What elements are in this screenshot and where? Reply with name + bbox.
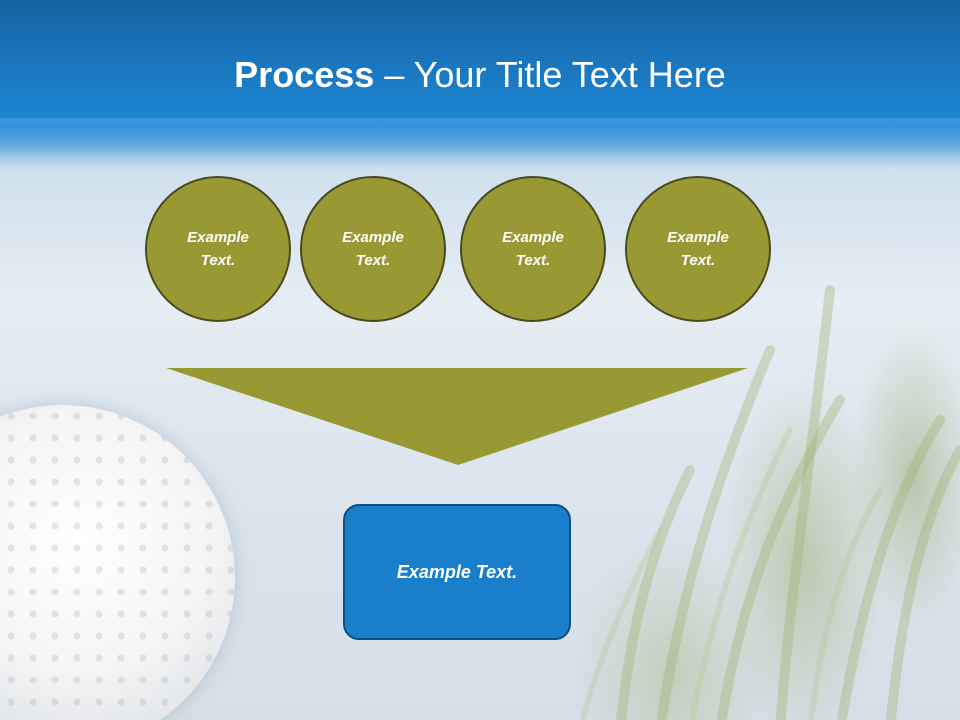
title-rest: – Your Title Text Here	[374, 54, 726, 95]
process-circle-4[interactable]: Example Text.	[625, 176, 771, 322]
process-circle-label: Example Text.	[342, 229, 404, 269]
process-circle-2[interactable]: Example Text.	[300, 176, 446, 322]
header-glow	[0, 118, 960, 158]
header-band	[0, 0, 960, 128]
slide-title: Process – Your Title Text Here	[0, 52, 960, 98]
result-box[interactable]: Example Text.	[343, 504, 571, 640]
process-circle-label: Example Text.	[187, 229, 249, 269]
process-circle-3[interactable]: Example Text.	[460, 176, 606, 322]
result-label: Example Text.	[396, 561, 518, 582]
funnel-arrow	[166, 368, 748, 465]
process-circle-1[interactable]: Example Text.	[145, 176, 291, 322]
process-circle-label: Example Text.	[667, 229, 729, 269]
title-bold: Process	[234, 54, 375, 95]
process-circle-label: Example Text.	[502, 229, 564, 269]
